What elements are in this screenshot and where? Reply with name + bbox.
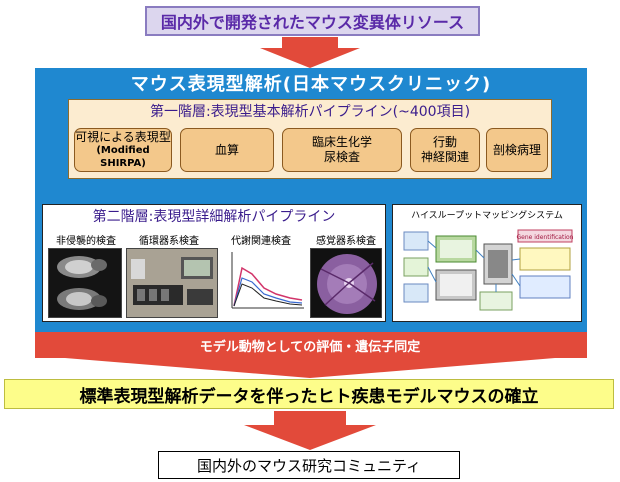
hts-flow-graphic: Gene identification	[400, 226, 574, 316]
sublabel-sensory: 感覚器系検査	[316, 235, 376, 247]
evaluation-banner: モデル動物としての評価・遺伝子同定	[199, 339, 421, 355]
category-sub: 尿検査	[323, 150, 360, 164]
hts-flow-diagram: Gene identification	[398, 224, 576, 318]
category-label: 剖検病理	[492, 142, 541, 157]
hts-title: ハイスループットマッピングシステム	[411, 210, 563, 221]
fundus-graphic	[317, 254, 377, 314]
cardiovascular-equipment-image	[126, 248, 218, 318]
category-sub: (Modified SHIRPA)	[96, 145, 150, 169]
disease-model-result-box: 標準表現型解析データを伴ったヒト疾患モデルマウスの確立	[4, 379, 614, 409]
category-label: 行動	[432, 135, 457, 149]
arrow-top-down	[260, 37, 360, 68]
category-pathology: 剖検病理	[486, 128, 548, 172]
metabolic-line-graphic	[231, 252, 304, 309]
equipment-graphic	[127, 249, 217, 317]
banner-arrow	[35, 332, 587, 378]
category-clinical-biochemistry: 臨床生化学 尿検査	[282, 128, 402, 172]
sublabel-noninvasive: 非侵襲的検査	[56, 235, 116, 247]
tier2-title: 第二階層:表現型詳細解析パイプライン	[92, 209, 336, 225]
category-visual-phenotype: 可視による表現型 (Modified SHIRPA)	[74, 128, 172, 172]
category-label: 可視による表現型	[75, 130, 171, 144]
category-sub: 神経関連	[420, 150, 469, 164]
mutant-resource-box: 国内外で開発されたマウス変異体リソース	[145, 6, 480, 36]
category-label: 血算	[214, 142, 239, 157]
research-community-box: 国内外のマウス研究コミュニティ	[158, 451, 460, 479]
mri-scan-image	[48, 248, 122, 318]
sublabel-cardiovascular: 循環器系検査	[139, 235, 199, 247]
mri-scan-graphic	[57, 256, 107, 310]
arrow-bottom-down	[244, 411, 376, 450]
category-blood-count: 血算	[180, 128, 274, 172]
sublabel-metabolic: 代謝関連検査	[231, 235, 291, 247]
tier1-title: 第一階層:表現型基本解析パイプライン(~400項目)	[149, 104, 471, 120]
category-label: 臨床生化学	[311, 135, 372, 149]
metabolic-chart-image	[220, 248, 306, 318]
category-behavior: 行動 神経関連	[410, 128, 480, 172]
fundus-image	[310, 248, 382, 318]
mouse-clinic-title: マウス表現型解析(日本マウスクリニック)	[130, 74, 492, 95]
hts-badge-text: Gene identification	[517, 234, 574, 241]
